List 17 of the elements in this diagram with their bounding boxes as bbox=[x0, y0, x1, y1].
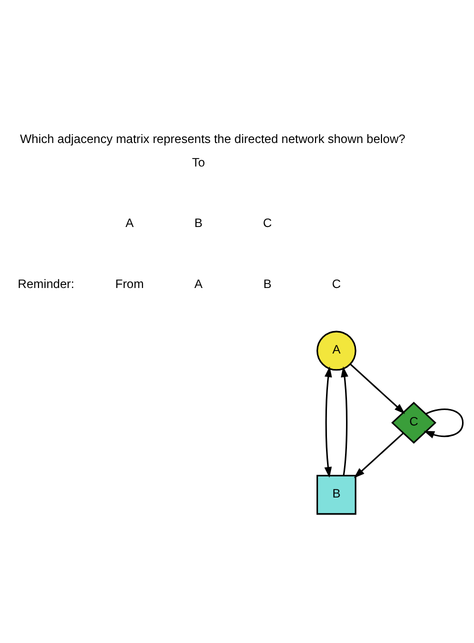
label: To bbox=[192, 155, 205, 170]
arrow bbox=[324, 366, 332, 478]
arrow bbox=[354, 432, 404, 478]
arrow bbox=[350, 363, 406, 414]
node-circle: A bbox=[316, 330, 356, 370]
node-box: B bbox=[316, 474, 356, 514]
label: A bbox=[194, 276, 203, 290]
label: Reminder: bbox=[18, 276, 74, 290]
label: From bbox=[115, 276, 144, 290]
diagram-title: Which adjacency matrix represents the directed network shown below? bbox=[20, 131, 406, 146]
label: B bbox=[263, 276, 272, 290]
label: C bbox=[263, 216, 272, 230]
arrow bbox=[340, 366, 348, 475]
label: C bbox=[332, 276, 341, 290]
arrow bbox=[424, 408, 464, 438]
label: A bbox=[125, 216, 134, 230]
label: B bbox=[194, 216, 203, 230]
